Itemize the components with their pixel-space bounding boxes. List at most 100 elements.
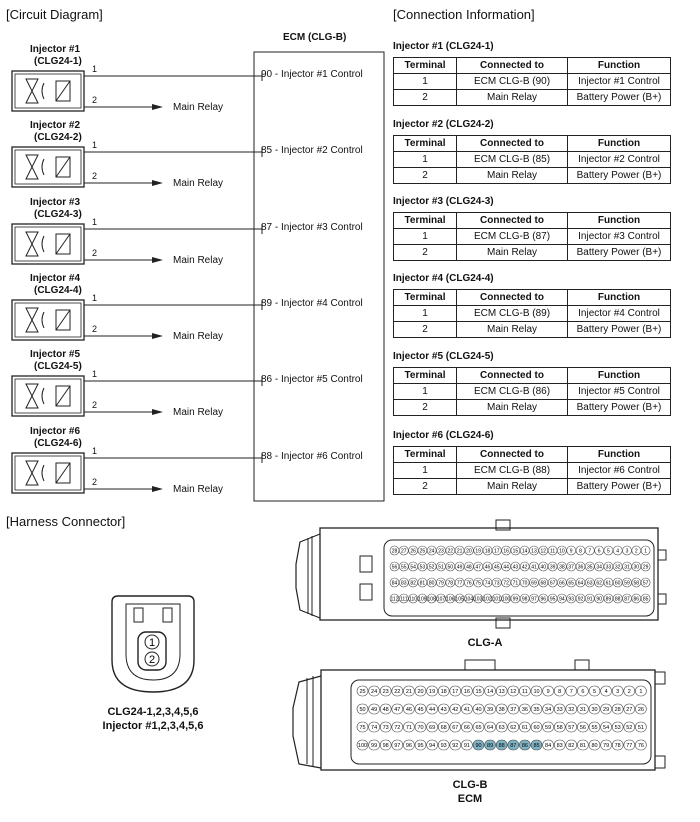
- connector-pin-number: 82: [568, 743, 574, 749]
- connector-pin: [623, 703, 636, 715]
- connector-pin: [565, 703, 578, 715]
- connector-pin: [530, 739, 543, 751]
- connector-pin-number: 16: [464, 689, 470, 695]
- ecm-pin-label-4: 89 - Injector #4 Control: [261, 298, 363, 309]
- connector-pin-number: 87: [510, 743, 516, 749]
- connector-pin: [399, 577, 409, 588]
- injector-1-pin2-label: 2: [92, 95, 98, 105]
- connection-info-heading: [Connection Information]: [393, 7, 535, 22]
- connector-pin: [507, 739, 520, 751]
- connector-pin: [445, 577, 456, 588]
- connector-pin: [547, 545, 558, 556]
- connector-pin-number: 82: [410, 580, 416, 586]
- connector-pin: [437, 685, 450, 697]
- connector-pin-number: 86: [634, 596, 640, 602]
- connector-pin-number: 75: [475, 580, 481, 586]
- harness-heading: [Harness Connector]: [6, 514, 126, 529]
- connector-pin-number: 67: [550, 580, 556, 586]
- connector-pin: [542, 703, 554, 715]
- connector-pin-number: 47: [394, 707, 400, 713]
- connector-pin-number: 44: [503, 564, 509, 570]
- connector-pin-number: 45: [494, 564, 500, 570]
- connector-pin: [577, 703, 589, 715]
- connector-pin: [600, 703, 612, 715]
- connector-pin: [368, 739, 380, 751]
- connector-pin: [495, 739, 508, 751]
- connector-pin-number: 21: [457, 548, 463, 554]
- connector-pin-number: 68: [541, 580, 547, 586]
- table-cell: Main Relay: [456, 321, 568, 338]
- column-header: Function: [567, 289, 671, 306]
- table-cell: 2: [393, 321, 457, 338]
- connector-pin: [461, 739, 473, 751]
- connector-pin: [611, 703, 624, 715]
- injector-5-title: Injector #5(CLG24-5): [30, 349, 82, 372]
- table-cell: Battery Power (B+): [567, 167, 671, 184]
- connector-pin-number: 92: [578, 596, 584, 602]
- connector-pin: [437, 703, 450, 715]
- connector-pin: [547, 561, 558, 572]
- connector-pin-number: 104: [465, 596, 474, 602]
- connector-pin: [403, 685, 415, 697]
- connector-pin: [640, 577, 651, 588]
- connector-pin-number: 29: [603, 707, 609, 713]
- connector-pin: [492, 593, 502, 604]
- connector-pin-number: 89: [487, 743, 493, 749]
- connector-pin-number: 62: [596, 580, 602, 586]
- inj-pin-2: 2: [149, 654, 155, 666]
- table-cell: Battery Power (B+): [567, 89, 671, 106]
- connector-pin: [530, 703, 543, 715]
- connector-pin: [379, 739, 392, 751]
- connector-pin-number: 63: [499, 725, 505, 731]
- connector-pin-number: 28: [392, 548, 398, 554]
- connector-pin-number: 71: [513, 580, 519, 586]
- connector-pin-number: 84: [392, 580, 398, 586]
- injector-3-title: Injector #3(CLG24-3): [30, 197, 82, 220]
- table-cell: 1: [393, 151, 457, 168]
- connector-pin-number: 8: [558, 689, 561, 695]
- connector-pin-number: 51: [438, 564, 444, 570]
- connector-pin: [391, 703, 404, 715]
- injector-5-symbol: [11, 375, 263, 417]
- connector-pin-number: 88: [499, 743, 505, 749]
- connector-pin-number: 7: [570, 689, 573, 695]
- connector-pin-number: 33: [606, 564, 612, 570]
- connector-pin: [507, 721, 520, 733]
- connector-pin: [484, 685, 496, 697]
- column-header: Connected to: [456, 367, 568, 384]
- injector-6-pin1-label: 1: [92, 446, 98, 456]
- column-header: Connected to: [456, 289, 568, 306]
- connector-pin: [426, 703, 438, 715]
- connector-pin: [492, 561, 502, 572]
- injector-connector-caption-2: Injector #1,2,3,4,5,6: [102, 720, 204, 732]
- connector-pin: [426, 721, 438, 733]
- connector-pin-number: 20: [466, 548, 472, 554]
- connector-pin-number: 20: [417, 689, 423, 695]
- table-title-5: Injector #5 (CLG24-5): [393, 351, 494, 362]
- connector-pin-number: 75: [359, 725, 365, 731]
- connector-pin-number: 26: [638, 707, 644, 713]
- connector-pin-number: 25: [420, 548, 426, 554]
- connector-pin-number: 30: [591, 707, 597, 713]
- connector-pin-number: 28: [615, 707, 621, 713]
- ecm-title: ECM (CLG-B): [283, 32, 347, 43]
- connector-pin: [631, 577, 642, 588]
- connector-pin-number: 74: [371, 725, 377, 731]
- column-header: Terminal: [393, 57, 457, 74]
- connector-pin: [449, 721, 462, 733]
- connector-pin-number: 43: [441, 707, 447, 713]
- table-cell: Injector #6 Control: [567, 462, 671, 479]
- ecm-pin-label-3: 87 - Injector #3 Control: [261, 222, 363, 233]
- connector-pin: [594, 577, 604, 588]
- column-header: Connected to: [456, 57, 568, 74]
- injector-3-main-relay-label: Main Relay: [173, 255, 224, 266]
- connector-pin: [588, 685, 601, 697]
- connector-pin: [449, 739, 462, 751]
- table-cell: Injector #2 Control: [567, 151, 671, 168]
- table-cell: 1: [393, 305, 457, 322]
- injector-3-symbol: [11, 223, 263, 265]
- connector-pin: [414, 721, 427, 733]
